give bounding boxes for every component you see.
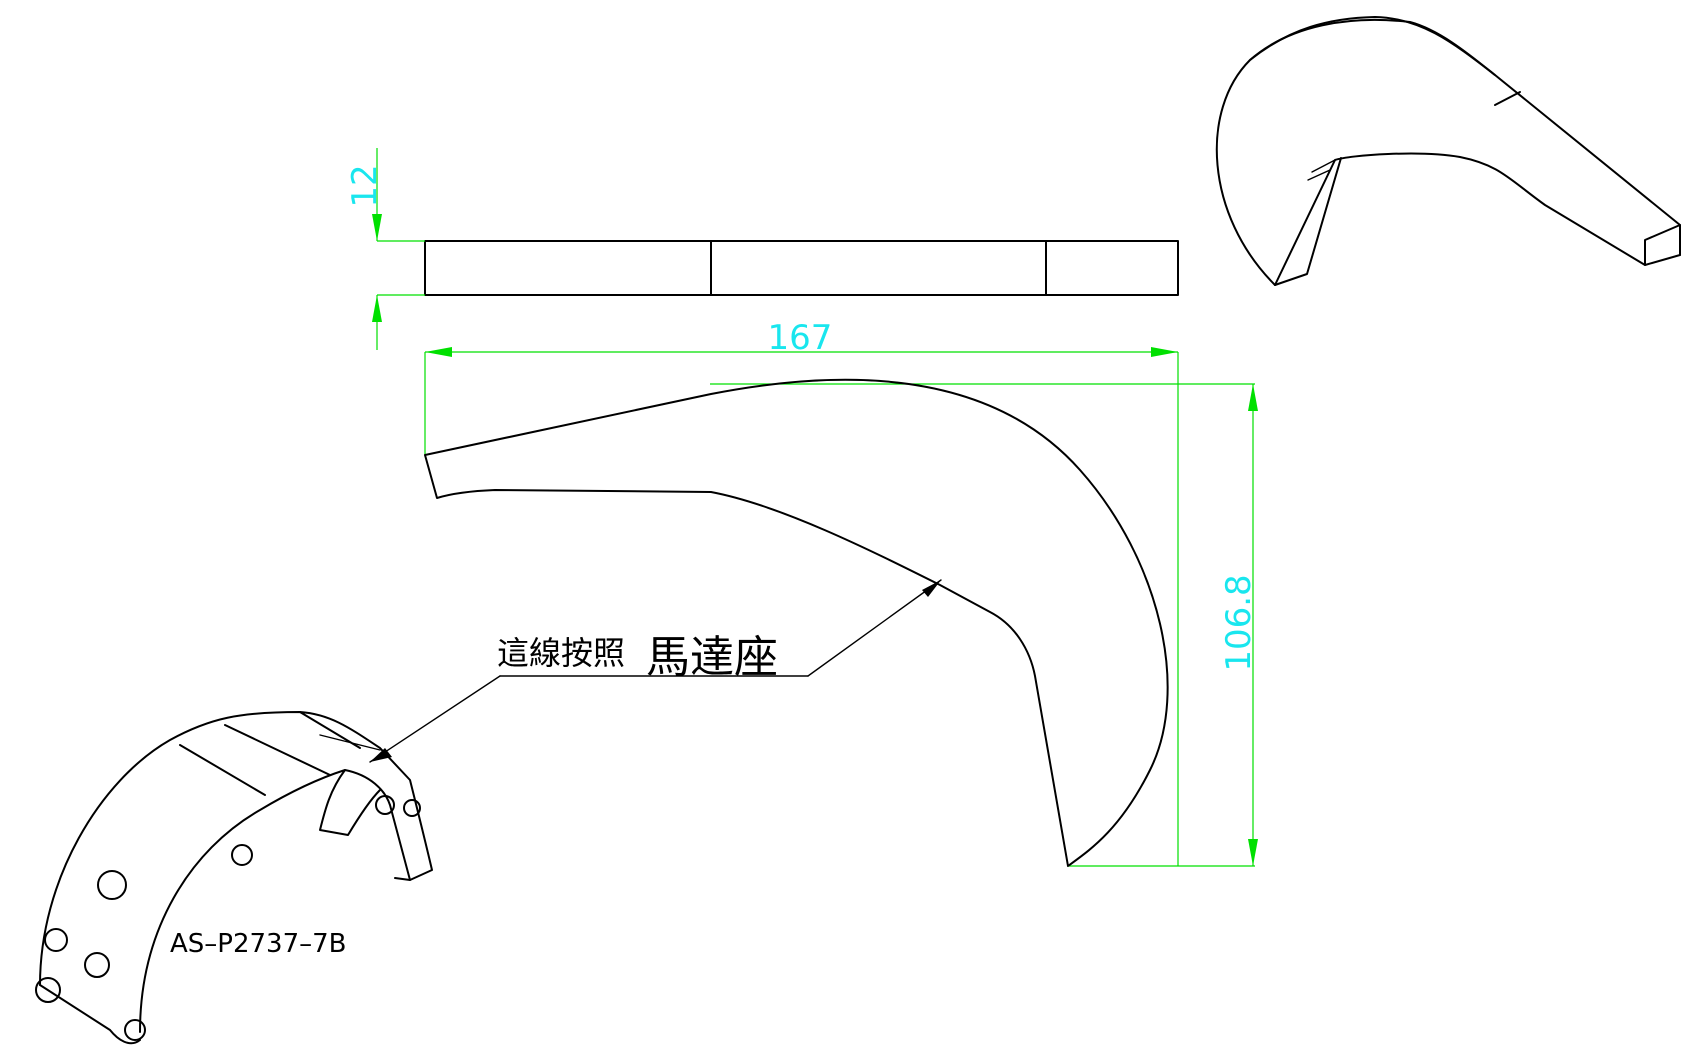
mount-hole-4	[35, 977, 61, 1003]
mount-inner-arc	[139, 769, 411, 1033]
iso-bevel	[1274, 157, 1342, 286]
iso-end-face	[1644, 224, 1681, 266]
mount-hole-1	[97, 870, 127, 900]
mount-front-face	[39, 984, 141, 1045]
mount-hole-8	[403, 799, 421, 817]
iso-back-edge	[1249, 16, 1496, 76]
mount-hole-2	[44, 928, 68, 952]
part-number: AS–P2737–7B	[170, 929, 347, 959]
mount-flange	[319, 769, 381, 836]
note-text-large: 馬達座	[646, 632, 778, 683]
isometric-view	[1215, 16, 1681, 286]
mount-hole-3	[84, 952, 110, 978]
height-dimension: 106.8	[710, 383, 1259, 867]
length-arrow-left	[425, 347, 452, 357]
height-dimension-text: 106.8	[1219, 574, 1259, 671]
leader-arrow-lower	[370, 748, 392, 762]
leader-arrow-upper	[922, 580, 941, 597]
height-arrow-top	[1248, 384, 1258, 411]
note-text-small: 這線按照	[497, 634, 625, 672]
iso-inner-edge	[1307, 159, 1336, 181]
motor-mount-view: AS–P2737–7B	[35, 711, 433, 1045]
length-dimension: 167	[424, 318, 1179, 866]
mount-hole-6	[231, 844, 253, 866]
thickness-dimension-text: 12	[345, 164, 385, 207]
top-view-outline	[424, 240, 1179, 296]
note-leader: 這線按照 馬達座	[369, 579, 942, 763]
side-view	[424, 378, 1169, 867]
thickness-arrow-top	[372, 214, 382, 241]
thickness-arrow-bottom	[372, 295, 382, 322]
mount-inner-edge	[319, 734, 381, 751]
top-view	[424, 240, 1179, 296]
iso-edge-mark	[1494, 91, 1521, 106]
height-arrow-bottom	[1248, 839, 1258, 866]
leader-line-upper	[807, 579, 942, 677]
leader-line-lower	[369, 675, 501, 763]
blade-profile	[424, 378, 1169, 867]
mount-hole-5	[124, 1019, 146, 1041]
thickness-dimension: 12	[345, 148, 425, 350]
length-dimension-text: 167	[768, 318, 833, 358]
length-arrow-right	[1151, 347, 1178, 357]
iso-top-curve	[1274, 152, 1681, 286]
mount-hole-7	[375, 795, 395, 815]
